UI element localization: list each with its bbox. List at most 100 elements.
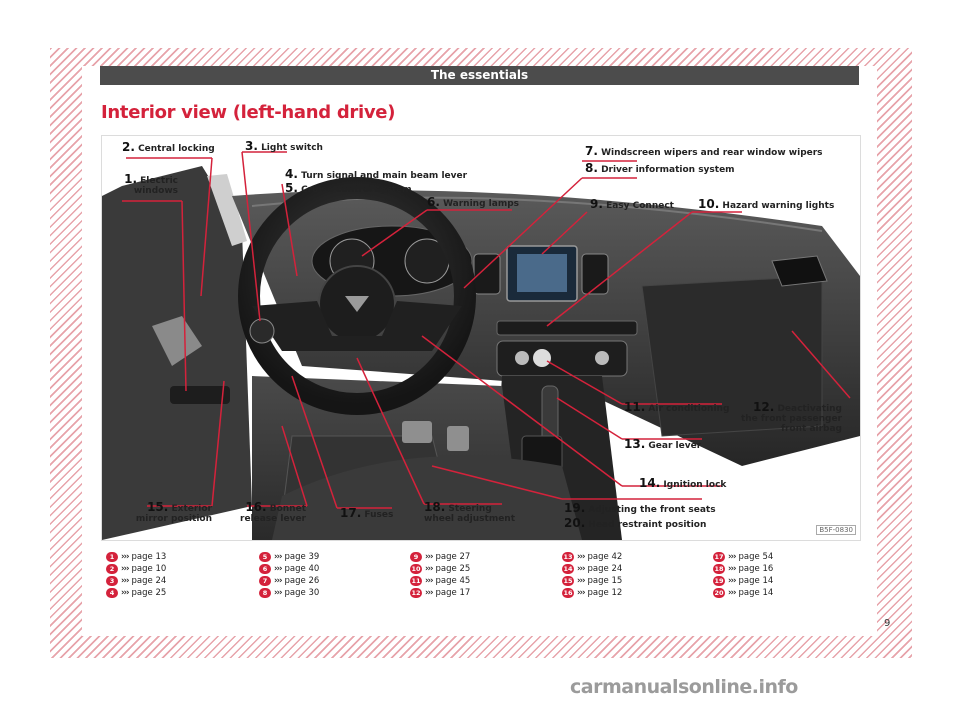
ref-number-badge: 11 <box>410 576 422 586</box>
leader-line-11b <box>546 360 623 405</box>
leader-line-15b <box>211 380 225 507</box>
callout-18: 18. Steering wheel adjustment <box>424 500 516 524</box>
figure-code: B5F-0830 <box>816 525 856 535</box>
callout-9: 9. Easy Connect <box>590 197 674 211</box>
passenger-vent <box>771 255 828 287</box>
ref-item[interactable]: 1›››page 13 <box>106 551 246 563</box>
ref-item[interactable]: 6›››page 40 <box>259 563 399 575</box>
ref-item[interactable]: 12›››page 17 <box>410 587 550 599</box>
ref-text: page 25 <box>435 564 471 574</box>
leader-line-1b <box>181 200 187 392</box>
ref-text: page 14 <box>738 588 774 598</box>
seat-logo <box>345 296 369 312</box>
ref-text: page 14 <box>738 576 774 586</box>
cabin-group <box>102 166 860 540</box>
ref-item[interactable]: 18›››page 16 <box>713 563 853 575</box>
callout-4: 4. Turn signal and main beam lever <box>285 167 468 181</box>
interior-illustration <box>102 151 860 540</box>
ref-arrow-icon: ››› <box>121 552 129 562</box>
ref-item[interactable]: 17›››page 54 <box>713 551 853 563</box>
ref-arrow-icon: ››› <box>577 588 585 598</box>
glovebox <box>641 275 823 437</box>
ref-number-badge: 19 <box>713 576 725 586</box>
hazard-strip <box>496 320 638 336</box>
ref-arrow-icon: ››› <box>577 576 585 586</box>
callout-10: 10. Hazard warning lights <box>698 197 835 211</box>
ref-column-3: 9›››page 27 10›››page 25 11›››page 45 12… <box>410 551 550 599</box>
ref-arrow-icon: ››› <box>577 552 585 562</box>
ref-arrow-icon: ››› <box>728 552 736 562</box>
ref-text: page 26 <box>284 576 320 586</box>
ref-item[interactable]: 15›››page 15 <box>562 575 702 587</box>
ref-item[interactable]: 3›››page 24 <box>106 575 246 587</box>
ref-item[interactable]: 14›››page 24 <box>562 563 702 575</box>
leader-line-16b <box>281 425 308 507</box>
ref-arrow-icon: ››› <box>121 576 129 586</box>
leader-line-3b <box>241 151 261 322</box>
ref-item[interactable]: 19›››page 14 <box>713 575 853 587</box>
screen-tiles <box>517 254 567 292</box>
ref-item[interactable]: 9›››page 27 <box>410 551 550 563</box>
ref-column-1: 1›››page 13 2›››page 10 3›››page 24 4›››… <box>106 551 246 599</box>
ref-item[interactable]: 13›››page 42 <box>562 551 702 563</box>
leader-line-17b <box>291 375 338 509</box>
ref-text: page 12 <box>587 588 623 598</box>
ref-column-5: 17›››page 54 18›››page 16 19›››page 14 2… <box>713 551 853 599</box>
callout-12: 12. Deactivating the front passenger fro… <box>740 400 842 434</box>
callout-7: 7. Windscreen wipers and rear window wip… <box>585 144 823 158</box>
callout-11: 11. Air conditioning <box>624 400 730 414</box>
watermark: carmanualsonline.info <box>570 676 798 698</box>
ref-arrow-icon: ››› <box>728 588 736 598</box>
ref-arrow-icon: ››› <box>577 564 585 574</box>
ref-item[interactable]: 11›››page 45 <box>410 575 550 587</box>
ref-item[interactable]: 7›››page 26 <box>259 575 399 587</box>
ref-text: page 27 <box>435 552 471 562</box>
ref-item[interactable]: 10›››page 25 <box>410 563 550 575</box>
callout-6: 6. Warning lamps <box>427 195 519 209</box>
seat <box>272 456 582 540</box>
ref-text: page 54 <box>738 552 774 562</box>
ref-text: page 13 <box>131 552 167 562</box>
section-header: The essentials <box>100 66 859 85</box>
climate-knob-right <box>595 351 609 365</box>
ref-item[interactable]: 5›››page 39 <box>259 551 399 563</box>
ref-item[interactable]: 4›››page 25 <box>106 587 246 599</box>
ref-arrow-icon: ››› <box>425 552 433 562</box>
ref-item[interactable]: 20›››page 14 <box>713 587 853 599</box>
ref-arrow-icon: ››› <box>274 576 282 586</box>
ref-number-badge: 6 <box>259 564 271 574</box>
climate-knob-center <box>533 349 551 367</box>
page-title: Interior view (left-hand drive) <box>101 102 396 123</box>
pedal-left <box>402 421 432 443</box>
leader-line-12b <box>791 330 851 399</box>
ref-arrow-icon: ››› <box>425 588 433 598</box>
callout-15: 15. Exterior mirror position <box>135 500 212 524</box>
leader-line-6b <box>361 209 428 257</box>
ref-arrow-icon: ››› <box>425 576 433 586</box>
steering-spokes <box>252 301 462 351</box>
ref-number-badge: 14 <box>562 564 574 574</box>
ref-text: page 39 <box>284 552 320 562</box>
light-switch-knob <box>249 318 275 344</box>
callout-lines <box>122 151 851 509</box>
ref-item[interactable]: 8›››page 30 <box>259 587 399 599</box>
leader-line-4 <box>281 183 298 277</box>
climate-knob-left <box>515 351 529 365</box>
ref-number-badge: 20 <box>713 588 725 598</box>
ref-text: page 45 <box>435 576 471 586</box>
ref-text: page 30 <box>284 588 320 598</box>
ref-item[interactable]: 2›››page 10 <box>106 563 246 575</box>
callout-2: 2. Central locking <box>122 140 215 154</box>
steering-wheel-rim <box>238 177 476 415</box>
callout-1: 1. Electric windows <box>124 172 178 196</box>
ref-item[interactable]: 16›››page 12 <box>562 587 702 599</box>
ref-number-badge: 12 <box>410 588 422 598</box>
leader-line-2b <box>200 157 213 297</box>
callout-8: 8. Driver information system <box>585 161 735 175</box>
ref-number-badge: 13 <box>562 552 574 562</box>
window-switches <box>170 386 230 404</box>
left-vent <box>473 253 501 295</box>
callout-14: 14. Ignition lock <box>639 476 727 490</box>
ref-column-4: 13›››page 42 14›››page 24 15›››page 15 1… <box>562 551 702 599</box>
ref-arrow-icon: ››› <box>274 588 282 598</box>
